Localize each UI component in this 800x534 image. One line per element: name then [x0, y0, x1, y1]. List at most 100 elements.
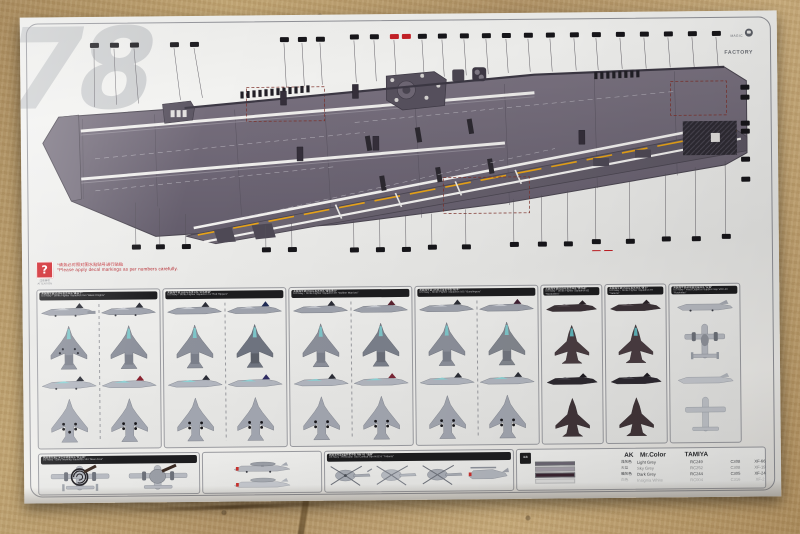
hornet-side-view [419, 299, 475, 313]
seahawk-top-view-2 [376, 464, 417, 485]
aircraft-cell [351, 297, 411, 444]
squadron-label-en: US Navy - Strike Fighter Squadron 97 "Va… [609, 288, 654, 295]
deck-edge-railing-top [184, 65, 725, 110]
hornet-bottom-view [51, 398, 89, 443]
f35-side-view [545, 300, 598, 312]
squadron-label-en: US Navy - Strike Fighter Squadron 11 "Re… [167, 292, 228, 297]
squadron-panels: 美国海军第31战斗攻击中队"黑骑士" US Navy - Strike Figh… [36, 282, 766, 450]
hornet-side-view-2 [227, 374, 283, 388]
squadron-label-en: US Navy - Strike Fighter Squadron 105 "G… [419, 290, 482, 295]
hornet-bottom-view [237, 396, 274, 441]
aircraft-cell [607, 294, 664, 441]
aircraft-cell [165, 299, 225, 446]
deck-route-markings [95, 91, 675, 220]
hornet-bottom-view [363, 395, 400, 440]
hawkeye-top-view-2 [128, 463, 188, 490]
hornet-bottom-view [429, 394, 467, 439]
stern-hatched-area [682, 120, 738, 156]
hornet-side-view [41, 303, 97, 318]
squadron-label-1: 美国海军第11战斗攻击中队"红色铁锈" US Navy - Strike Fig… [165, 290, 284, 300]
squadron-panel-2[interactable]: 美国海军第87战斗攻击中队"金色勇士" US Navy - Strike Fig… [288, 285, 414, 448]
paint-swatch [535, 478, 576, 484]
decal-warning-note: ? 注意事项 ATTENTION *请务必对照对图水贴贴号进行贴贴 *Pleas… [36, 260, 178, 286]
squadron-label-en: US Navy - Strike Fighter Squadron 82 "Ma… [545, 289, 590, 296]
deck-svg [42, 30, 751, 256]
hornet-top-view [428, 321, 466, 366]
hawkeye-side-view-2 [233, 477, 291, 488]
f35-side-view-2 [546, 373, 598, 385]
hornet-side-view [478, 299, 534, 312]
bottom-panel-hawkeye-side[interactable] [201, 450, 323, 494]
hawkeye-side-view-1 [233, 461, 291, 473]
paint-icon-cn: 涂装 [523, 456, 528, 460]
brand-top-text: MAGIC [730, 33, 743, 38]
hornet-top-view [176, 324, 214, 369]
paint-swatch-cell [535, 466, 621, 473]
hornet-bottom-view [303, 395, 341, 440]
f35-bottom-view [555, 397, 590, 437]
paint-code-tamiya: XF-19 [754, 464, 766, 470]
deck-sponsons [213, 149, 652, 243]
f35-bottom-view [619, 396, 654, 436]
paint-swatch [535, 466, 576, 472]
runway-edge-line [193, 121, 735, 230]
forward-island [162, 100, 195, 124]
squadron-label-en: US Navy - Strike Fighter Squadron 154 "B… [41, 294, 105, 298]
squadron-label-2: 美国海军第87战斗攻击中队"金色勇士" US Navy - Strike Fig… [291, 288, 410, 299]
paint-code-mr: C316 [730, 476, 741, 482]
paint-row: 白色 Insignia White RC004 C316 XF-2 [535, 476, 773, 484]
catapult-tracks [80, 91, 535, 184]
aircraft-cell [225, 298, 285, 445]
paint-code-ak: RC252 [690, 465, 703, 471]
squadron-label-3: 美国海军第105战斗攻击中队"枪手" US Navy - Strike Figh… [417, 287, 536, 297]
seahawk-top-view-1 [330, 465, 373, 486]
hornet-side-view [100, 302, 156, 317]
deck-elevators [246, 80, 728, 214]
hornet-side-view-2 [167, 375, 224, 388]
aircraft-cell [543, 295, 600, 442]
paint-code-tamiya: XF-2 [755, 476, 765, 482]
paint-code-mr: C308 [730, 464, 741, 471]
paint-swatch-cell [535, 477, 621, 484]
squadron-panel-1[interactable]: 美国海军第11战斗攻击中队"红色铁锈" US Navy - Strike Fig… [162, 287, 288, 449]
aircraft-cell [417, 296, 477, 443]
decal-callouts-bottom [135, 160, 727, 249]
hornet-top-view [236, 323, 273, 368]
squadron-panel-0[interactable]: 美国海军第31战斗攻击中队"黑骑士" US Navy - Strike Figh… [36, 288, 162, 450]
f35-side-view [609, 299, 662, 312]
hornet-top-view [50, 325, 88, 370]
warning-icon: ? [36, 261, 54, 279]
squadron-panel-5[interactable]: 美国海军第97战斗攻击中队"勇士" US Navy - Strike Fight… [604, 283, 668, 445]
hornet-side-view-2 [479, 372, 535, 385]
squadron-label-en: US Navy - Fleet Logistics Support Sqn VR… [673, 288, 728, 295]
paint-color-chart[interactable]: 涂装 AK Mr.Color TAMIYA 浅灰 [515, 446, 767, 491]
squadron-panel-4[interactable]: 美国海军第82战斗攻击中队"掠夺者" US Navy - Strike Figh… [540, 284, 604, 445]
seahawk-top-view-3 [422, 464, 463, 485]
bottom-panel-label-0: 美国海军第124空中预警中队"熊王牌" US Navy - Early Warn… [40, 454, 197, 465]
hornet-side-view-2 [353, 373, 409, 386]
bottom-panel-seahawk[interactable]: 美国海军第8直升机中队 MH-60 "海鹰" US Navy - Helicop… [323, 448, 515, 493]
bottom-panel-hawkeye[interactable]: 美国海军第124空中预警中队"熊王牌" US Navy - Early Warn… [37, 451, 201, 496]
greyhound-bottom-view [685, 397, 726, 432]
squadron-label-6: 美国海军第40舰载运输中队"灰狼" US Navy - Fleet Logist… [671, 285, 738, 295]
hornet-side-view-2 [293, 373, 350, 387]
hornet-side-view [226, 301, 282, 315]
squadron-panel-3[interactable]: 美国海军第105战斗攻击中队"枪手" US Navy - Strike Figh… [414, 284, 540, 446]
brand-bottom-text: FACTORY [724, 49, 754, 56]
paint-table: AK Mr.Color TAMIYA 浅灰色 Light Grey RC249 … [534, 450, 773, 484]
paint-name-en: Insignia White [637, 477, 663, 483]
stern-marking [710, 132, 720, 143]
greyhound-side-view [677, 299, 733, 312]
greyhound-side-view-2 [677, 372, 734, 384]
hornet-bottom-view [177, 397, 215, 442]
paint-chart-icon: 涂装 [519, 452, 531, 464]
seahawk-side-view [468, 466, 510, 479]
paint-header-ak: AK [624, 451, 634, 459]
f35-side-view-2 [610, 372, 662, 385]
jet-blast-deflectors [364, 118, 495, 191]
paint-name-en: Sky Grey [637, 465, 654, 471]
aircraft-cell [477, 296, 537, 443]
paint-code-ak: RC004 [690, 476, 704, 482]
squadron-panel-6[interactable]: 美国海军第40舰载运输中队"灰狼" US Navy - Fleet Logist… [668, 282, 742, 444]
f35-top-view [618, 323, 654, 363]
